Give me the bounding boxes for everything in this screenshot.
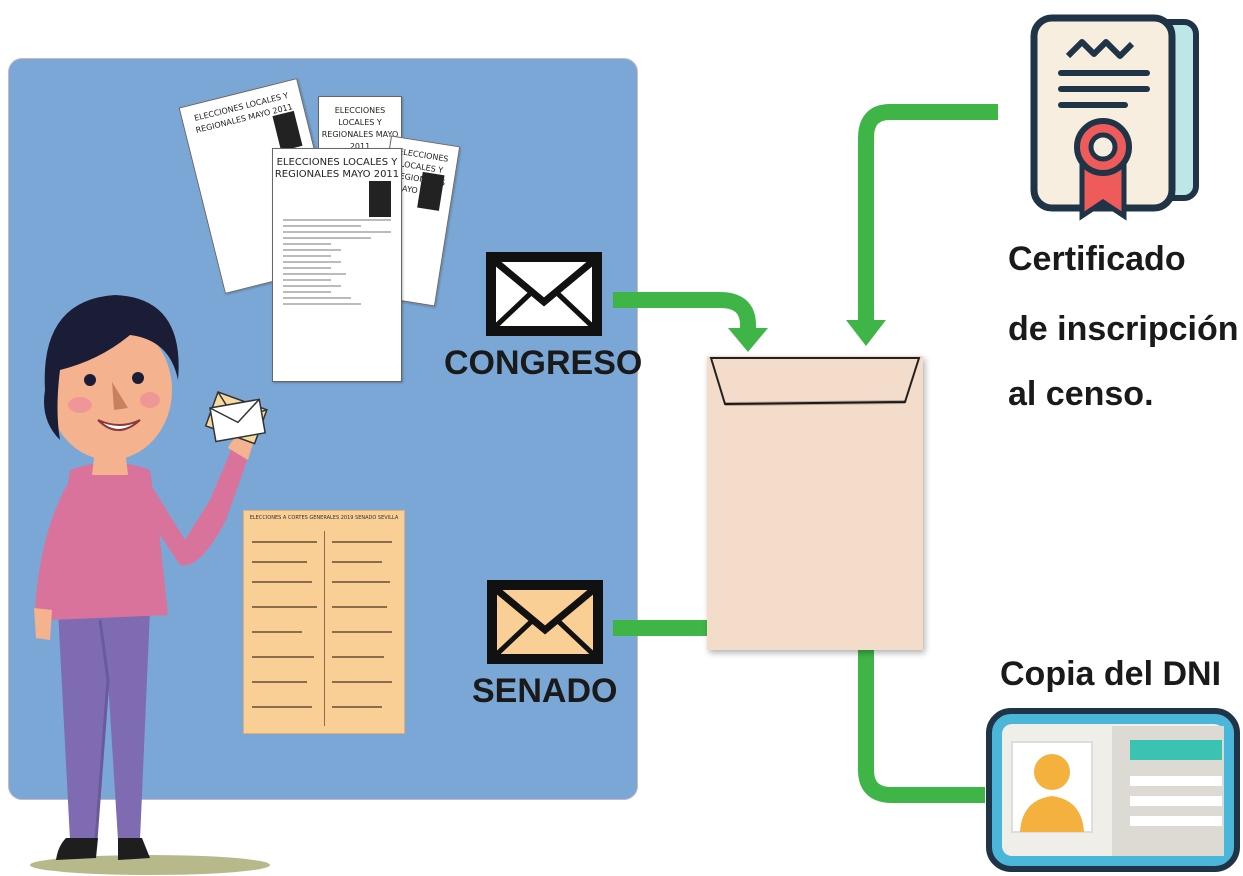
- candidate-photo: [369, 181, 391, 217]
- ballot-title-line2: REGIONALES MAYO 2011: [274, 169, 400, 180]
- ballot-line: [283, 279, 331, 281]
- envelope-icon: [487, 580, 603, 664]
- ballot-divider: [324, 531, 325, 726]
- senado-ballot: ELECCIONES A CORTES GENERALES 2019 SENAD…: [243, 510, 405, 734]
- ballot-row: [332, 681, 392, 683]
- senado-ballot-title: ELECCIONES A CORTES GENERALES 2019 SENAD…: [249, 515, 399, 521]
- ballot-line: [283, 243, 331, 245]
- ballot-row: [332, 581, 390, 583]
- ballot-line: [283, 219, 391, 221]
- ballot-line: [283, 237, 371, 239]
- ballot-line: [283, 285, 341, 287]
- arrowhead-down: [846, 320, 886, 346]
- envelope-icon: [486, 252, 602, 336]
- envelope-flap: [709, 357, 921, 406]
- id-card-icon: [986, 708, 1240, 872]
- ballot-line: [283, 261, 341, 263]
- certificado-arrow: [858, 104, 998, 325]
- congreso-ballot-front: ELECCIONES LOCALES Y REGIONALES MAYO 201…: [272, 148, 402, 382]
- ballot-row: [252, 541, 317, 543]
- ballot-row: [252, 706, 312, 708]
- ballot-row: [252, 631, 302, 633]
- ballot-row: [252, 681, 307, 683]
- ballot-row: [332, 656, 384, 658]
- ballot-title: ELECCIONES LOCALES Y REGIONALES MAYO 201…: [321, 106, 399, 151]
- ballot-line: [283, 231, 391, 233]
- ballot-row: [332, 631, 392, 633]
- ballot-title-line1: ELECCIONES LOCALES Y: [276, 157, 398, 168]
- ballot-row: [252, 561, 307, 563]
- ballot-line: [283, 249, 341, 251]
- congreso-arrow: [613, 292, 756, 333]
- ballot-line: [283, 255, 331, 257]
- congreso-label: CONGRESO: [444, 344, 643, 382]
- woman-voter-illustration: [30, 295, 270, 875]
- ballot-row: [332, 706, 382, 708]
- certificado-label-line3: al censo.: [1008, 375, 1154, 413]
- ballot-row: [252, 581, 312, 583]
- ballot-line: [283, 303, 361, 305]
- ballot-row: [332, 606, 387, 608]
- ballot-row: [332, 561, 382, 563]
- ballot-line: [283, 291, 331, 293]
- ballot-line: [283, 297, 351, 299]
- certificado-label-line1: Certificado: [1008, 240, 1186, 278]
- certificado-label-line2: de inscripción: [1008, 310, 1239, 348]
- ballot-row: [332, 541, 392, 543]
- ballot-line: [283, 267, 331, 269]
- dni-label: Copia del DNI: [1000, 655, 1222, 693]
- ballot-line: [283, 273, 346, 275]
- senado-label: SENADO: [472, 672, 618, 710]
- main-envelope: [707, 356, 923, 650]
- certificate-icon: [1030, 14, 1199, 221]
- dni-arrow: [858, 580, 985, 803]
- arrowhead-down: [728, 328, 768, 352]
- ballot-row: [252, 656, 314, 658]
- ballot-row: [252, 606, 317, 608]
- ballot-line: [283, 225, 361, 227]
